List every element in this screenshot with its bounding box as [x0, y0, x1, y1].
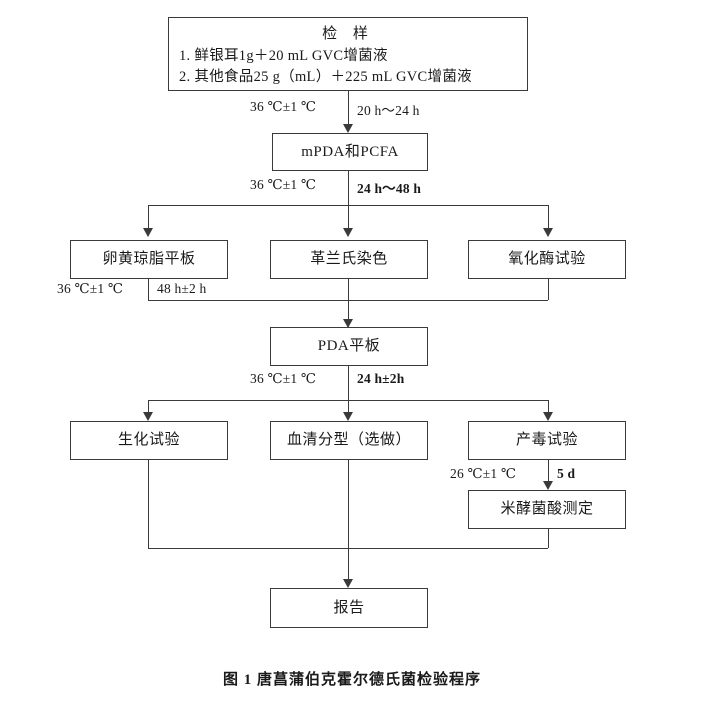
figure-caption: 图 1 唐菖蒲伯克霍尔德氏菌检验程序 [222, 672, 481, 688]
node-egg-yolk-agar: 卵黄琼脂平板 [70, 240, 228, 279]
connector-mpda-down [348, 171, 349, 205]
node-gram-stain: 革兰氏染色 [270, 240, 428, 279]
annotation-step2-temp: 36 ℃±1 ℃ [248, 177, 319, 193]
node-bongkrekic-acid: 米酵菌酸测定 [468, 490, 626, 529]
sample-line-2: 2. 其他食品25 g（mL）＋225 mL GVC增菌液 [179, 68, 472, 85]
connector-pda-down [348, 366, 349, 400]
annotation-step1-temp: 36 ℃±1 ℃ [248, 99, 319, 115]
connector-branch-right-down [548, 205, 549, 236]
node-serotyping: 血清分型（选做） [270, 421, 428, 460]
annotation-step2-time: 24 h～48 h [355, 177, 424, 197]
connector-bongkrekic-to-merge [548, 529, 549, 548]
arrowhead-bongkrekic-acid [543, 481, 553, 490]
connector-oxidase-down [548, 279, 549, 300]
node-biochemical-test: 生化试验 [70, 421, 228, 460]
annotation-step3-time: 48 h±2 h [155, 281, 209, 297]
arrowhead-report [343, 579, 353, 588]
connector-branch-mid-down [348, 205, 349, 236]
annotation-step5-time: 5 d [555, 466, 578, 482]
node-toxin-test: 产毒试验 [468, 421, 626, 460]
arrowhead-toxin-test [543, 412, 553, 421]
node-pda-plate: PDA平板 [270, 327, 428, 366]
connector-branch-left-down [148, 205, 149, 236]
connector-egg-yolk-down [148, 279, 149, 300]
connector-biochem-to-merge [148, 460, 149, 548]
annotation-step4-temp: 36 ℃±1 ℃ [248, 371, 319, 387]
arrowhead-oxidase-test [543, 228, 553, 237]
connector-toxin-to-bongkrekic [548, 460, 549, 488]
arrowhead-pda-plate [343, 319, 353, 328]
node-sample: 检 样 1. 鲜银耳1g＋20 mL GVC增菌液 2. 其他食品25 g（mL… [168, 17, 528, 91]
annotation-step4-time: 24 h±2h [355, 371, 407, 387]
connector-merge-to-report [348, 548, 349, 586]
sample-title: 检 样 [322, 26, 374, 42]
connector-serotyping-to-merge [348, 460, 349, 548]
arrowhead-gram-stain [343, 228, 353, 237]
annotation-step1-time: 20 h～24 h [355, 99, 422, 119]
connector-biochem-down [148, 400, 149, 419]
arrowhead-mpda [343, 124, 353, 133]
arrowhead-serotyping [343, 412, 353, 421]
node-mpda-pcfa: mPDA和PCFA [272, 133, 428, 171]
connector-sample-to-mpda [348, 91, 349, 127]
arrowhead-egg-yolk-agar [143, 228, 153, 237]
connector-collector-to-pda [348, 300, 349, 327]
annotation-step5-temp: 26 ℃±1 ℃ [448, 466, 519, 482]
annotation-step3-temp: 36 ℃±1 ℃ [55, 281, 126, 297]
sample-line-1: 1. 鲜银耳1g＋20 mL GVC增菌液 [179, 48, 388, 65]
connector-serotyping-down [348, 400, 349, 419]
connector-gram-down [348, 279, 349, 300]
arrowhead-biochemical-test [143, 412, 153, 421]
connector-toxin-down [548, 400, 549, 419]
node-oxidase-test: 氧化酶试验 [468, 240, 626, 279]
node-report: 报告 [270, 588, 428, 628]
